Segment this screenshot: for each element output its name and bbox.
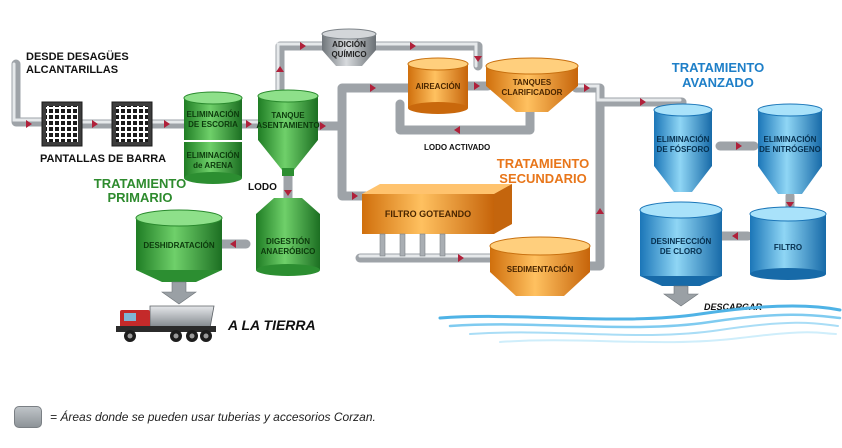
arrow-chem-up xyxy=(276,66,284,72)
arrow-screen xyxy=(92,120,98,128)
arrow-inlet xyxy=(26,120,32,128)
arrow-grit xyxy=(164,120,170,128)
scum-removal-unit: ELIMINACIÓN DE ESCORIA xyxy=(183,91,243,140)
digestion-label-1: DIGESTIÓN xyxy=(266,237,310,246)
arrow-settling xyxy=(246,120,252,128)
bar-screens-label: PANTALLAS DE BARRA xyxy=(40,153,166,165)
pipe-inlet xyxy=(11,59,49,127)
arrow-chem-right xyxy=(300,42,306,50)
advanced-title-2: AVANZADO xyxy=(682,75,754,90)
arrow-trickle-sed xyxy=(458,254,464,262)
clarifier-label-1: TANQUES xyxy=(513,78,552,87)
arrow-aer-clar xyxy=(474,82,480,90)
filter-unit: FILTRO xyxy=(749,206,827,280)
secondary-title-2: SECUNDARIO xyxy=(499,171,586,186)
arrow-filter-branch xyxy=(352,192,358,200)
arrow-top-down xyxy=(474,56,482,62)
legend: = Áreas donde se pueden usar tuberias y … xyxy=(14,406,376,428)
pipe-branch-filter xyxy=(337,121,383,201)
dewatering-label: DESHIDRATACIÓN xyxy=(143,241,214,250)
settling-label-2: ASENTAMIENTO xyxy=(256,121,319,130)
chemical-label-1: ADICIÓN xyxy=(332,40,366,49)
digestion-unit: DIGESTIÓN ANAERÓBICO xyxy=(256,198,320,276)
pipe-highlight-main xyxy=(12,62,264,124)
sand-label-1: ELIMINACIÓN xyxy=(187,151,240,160)
dewatering-unit: DESHIDRATACIÓN xyxy=(135,209,223,282)
chlorine-label-1: DESINFECCIÓN xyxy=(651,237,712,246)
dump-truck-icon xyxy=(116,305,216,342)
bar-screen-2 xyxy=(111,101,153,147)
arrow-clar-out xyxy=(584,84,590,92)
arrow-riser xyxy=(596,208,604,214)
aeration-unit: AIREACIÓN xyxy=(407,57,469,114)
primary-title-2: PRIMARIO xyxy=(108,190,173,205)
phosphorus-label-1: ELIMINACIÓN xyxy=(657,135,710,144)
down-arrow-discharge xyxy=(663,285,699,307)
water-waves xyxy=(438,304,842,344)
clarifier-label-2: CLARIFICADOR xyxy=(502,88,563,97)
source-label-line2: ALCANTARILLAS xyxy=(26,64,118,76)
sedimentation-unit: SEDIMENTACIÓN xyxy=(489,236,591,296)
pipe-settling-to-secondary xyxy=(307,83,413,131)
arrow-sludge-back xyxy=(454,126,460,134)
aeration-label: AIREACIÓN xyxy=(416,82,461,91)
wave-2 xyxy=(448,313,842,329)
arrow-n-filter xyxy=(786,202,794,208)
activated-sludge-label: LODO ACTIVADO xyxy=(424,143,490,152)
scum-label-1: ELIMINACIÓN xyxy=(187,110,240,119)
source-label-line1: DESDE DESAGÜES xyxy=(26,50,129,63)
primary-title-1: TRATAMIENTO xyxy=(94,176,186,191)
filter-label: FILTRO xyxy=(774,243,802,252)
chemical-addition-unit: ADICIÓN QUÍMICO xyxy=(321,28,377,66)
settling-label-1: TANQUE xyxy=(271,111,305,120)
trickling-filter-label: FILTRO GOTEANDO xyxy=(385,209,471,219)
arrow-chem-right2 xyxy=(410,42,416,50)
pipe-activated-sludge xyxy=(395,99,535,135)
legend-text: = Áreas donde se pueden usar tuberias y … xyxy=(50,410,376,424)
advanced-title-1: TRATAMIENTO xyxy=(672,60,764,75)
discharge-label: DESCARGAR xyxy=(704,302,763,312)
phosphorus-label-2: DE FÓSFORO xyxy=(657,145,710,154)
nitrogen-label-1: ELIMINACIÓN xyxy=(764,135,817,144)
secondary-title-1: TRATAMIENTO xyxy=(497,156,589,171)
chlorine-label-2: DE CLORO xyxy=(660,247,702,256)
wave-3 xyxy=(469,321,839,337)
arrow-p-n xyxy=(736,142,742,150)
to-land-label: A LA TIERRA xyxy=(227,317,316,333)
sedimentation-label: SEDIMENTACIÓN xyxy=(507,265,574,274)
sand-removal-unit: ELIMINACIÓN de ARENA xyxy=(184,142,242,184)
wave-4 xyxy=(499,331,837,344)
settling-tank-unit: TANQUE ASENTAMIENTO xyxy=(256,89,320,176)
pipe-secondary-riser xyxy=(583,97,605,271)
bar-screen-1 xyxy=(41,101,83,147)
nitrogen-removal-unit: ELIMINACIÓN DE NITRÓGENO xyxy=(757,103,823,194)
digestion-label-2: ANAERÓBICO xyxy=(261,247,316,256)
legend-swatch xyxy=(14,406,42,428)
sand-label-2: de ARENA xyxy=(193,161,233,170)
clarifier-unit: TANQUES CLARIFICADOR xyxy=(485,57,579,112)
arrow-filter-cl xyxy=(732,232,738,240)
trickling-filter-unit: FILTRO GOTEANDO xyxy=(362,184,512,257)
sludge-label: LODO xyxy=(248,182,277,193)
phosphorus-removal-unit: ELIMINACIÓN DE FÓSFORO xyxy=(653,103,713,192)
arrow-sludge-down xyxy=(284,190,292,196)
arrow-digest-dewater xyxy=(230,240,236,248)
arrow-adv-in xyxy=(640,98,646,106)
arrow-settling-out xyxy=(320,122,326,130)
scum-label-2: DE ESCORIA xyxy=(188,120,238,129)
down-arrow-to-land xyxy=(161,281,197,305)
chlorine-disinfection-unit: DESINFECCIÓN DE CLORO xyxy=(639,201,723,286)
wave-1 xyxy=(438,304,842,321)
arrow-to-aeration xyxy=(370,84,376,92)
nitrogen-label-2: DE NITRÓGENO xyxy=(759,145,821,154)
chemical-label-2: QUÍMICO xyxy=(331,50,366,59)
